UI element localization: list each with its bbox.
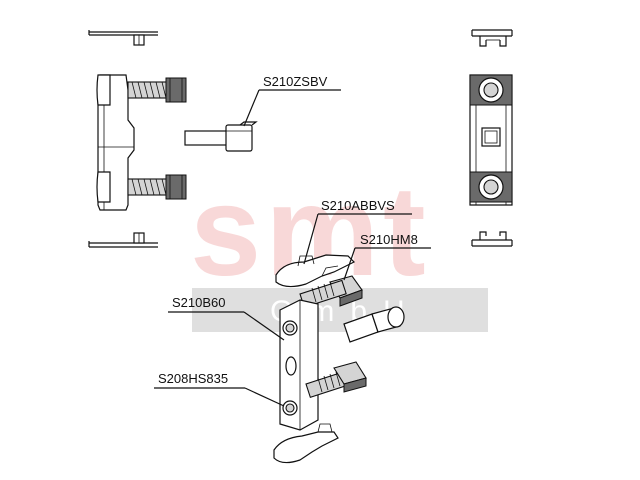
exploded-assembly [273,254,405,464]
front-view-plate [469,74,513,206]
label-s210abbvs: S210ABBVS [321,198,395,213]
top-left-rail-view [88,30,158,46]
label-s208hs835: S208HS835 [158,371,228,386]
side-view-assembly [96,74,187,211]
watermark: smt GmbH [190,160,488,332]
label-s210zsbv: S210ZSBV [263,74,328,89]
zsbv-pin-part [184,121,258,152]
label-s210hm8: S210HM8 [360,232,418,247]
bottom-right-rail-view [471,231,513,247]
label-s210b60: S210B60 [172,295,226,310]
top-right-rail-view [471,29,513,47]
bottom-left-rail-view [88,232,158,248]
callouts: S210ZSBV S210ABBVS S210HM8 S210B60 S208H… [154,74,431,407]
